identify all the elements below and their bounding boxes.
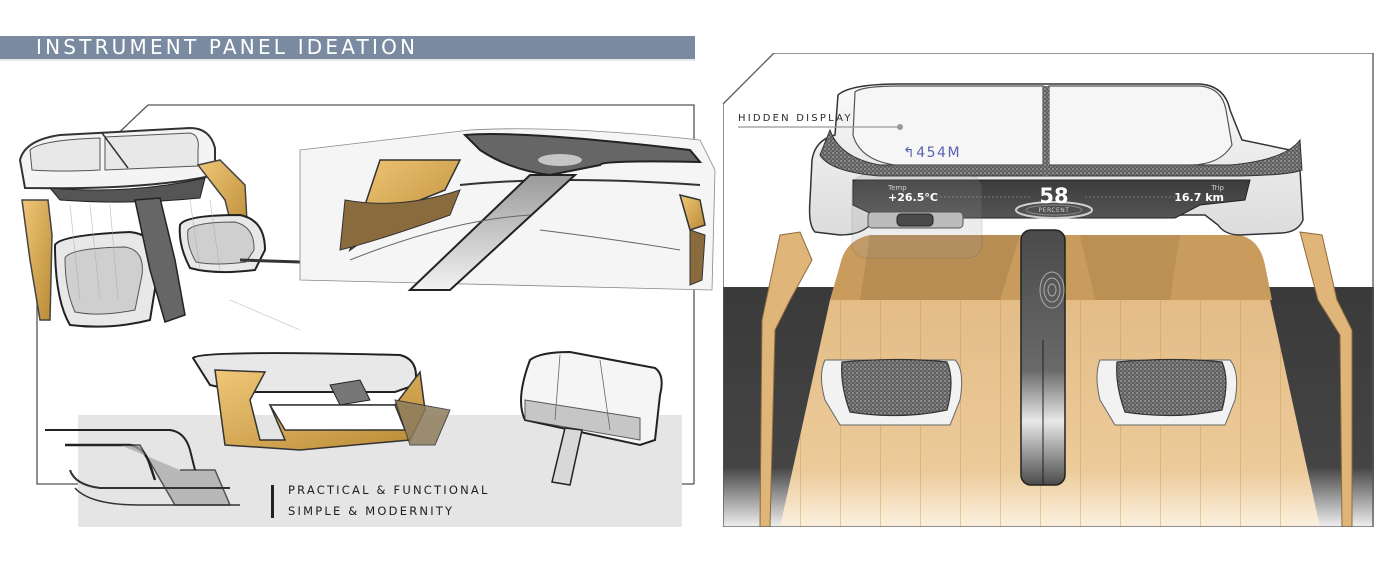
instrument-panel-render bbox=[723, 53, 1374, 527]
temp-label: Temp bbox=[888, 184, 907, 192]
right-frame-outline bbox=[723, 53, 1374, 527]
title-bar: INSTRUMENT PANEL IDEATION bbox=[0, 36, 695, 59]
left-sketch-panel bbox=[18, 104, 716, 506]
page-title: INSTRUMENT PANEL IDEATION bbox=[36, 35, 419, 59]
tagline-line-1: PRACTICAL & FUNCTIONAL bbox=[288, 483, 490, 497]
hidden-display-callout: HIDDEN DISPLAY bbox=[738, 113, 853, 124]
control-button bbox=[896, 213, 934, 227]
top-down-cockpit-sketch bbox=[18, 126, 301, 331]
hidden-display-right-panel bbox=[1048, 85, 1233, 166]
hud-navigation: ↰454M bbox=[903, 145, 961, 161]
wireless-charger-icon bbox=[1039, 271, 1065, 309]
gauge-ring bbox=[1015, 201, 1093, 219]
right-seat-pad bbox=[1096, 358, 1238, 426]
tagline-divider bbox=[271, 485, 274, 518]
title-underline bbox=[0, 59, 695, 61]
trip-value: 16.7 km bbox=[1174, 191, 1224, 204]
layered-panel-profile-sketch bbox=[45, 429, 240, 506]
console-box-concept-sketch bbox=[520, 350, 663, 486]
center-gauge-label: PERCENT bbox=[1038, 207, 1070, 214]
nav-distance-value: 454M bbox=[916, 145, 962, 161]
temp-value: +26.5°C bbox=[888, 191, 938, 204]
amber-frame-concept-sketch bbox=[191, 352, 451, 451]
left-seat-pad bbox=[821, 358, 963, 426]
turn-left-arrow-icon: ↰ bbox=[903, 145, 917, 161]
trip-label: Trip bbox=[1211, 184, 1224, 192]
center-gauge-value: 58 bbox=[1039, 184, 1069, 208]
perspective-interior-sketch bbox=[299, 128, 716, 291]
instrument-screen bbox=[852, 179, 1251, 219]
tagline-line-2: SIMPLE & MODERNITY bbox=[288, 504, 455, 518]
